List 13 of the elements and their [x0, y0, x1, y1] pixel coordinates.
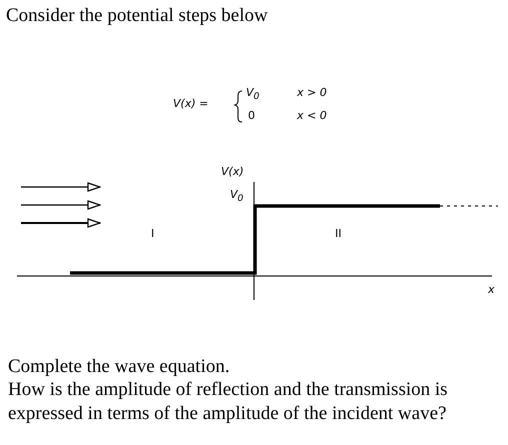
region-label: II [335, 228, 342, 240]
title: Consider the potential steps below [6, 6, 268, 27]
formula-text: x > 0 [297, 87, 327, 100]
formula-text: 0 [248, 110, 255, 122]
axis-label: V(x) [221, 166, 244, 178]
axis-label: V$_{0}$ [230, 189, 244, 204]
formula-text: x < 0 [297, 110, 327, 122]
question-text: How is the amplitude of reflection and the transmission is expressed in terms of the amplitude of the incident wave? [8, 378, 449, 426]
axis-label: x [488, 284, 495, 296]
formula-text: V$_{0}$ [246, 87, 260, 102]
question-text: Complete the wave equation. [8, 355, 231, 379]
region-label: I [151, 228, 154, 240]
formula-text: V(x) = [173, 98, 208, 110]
